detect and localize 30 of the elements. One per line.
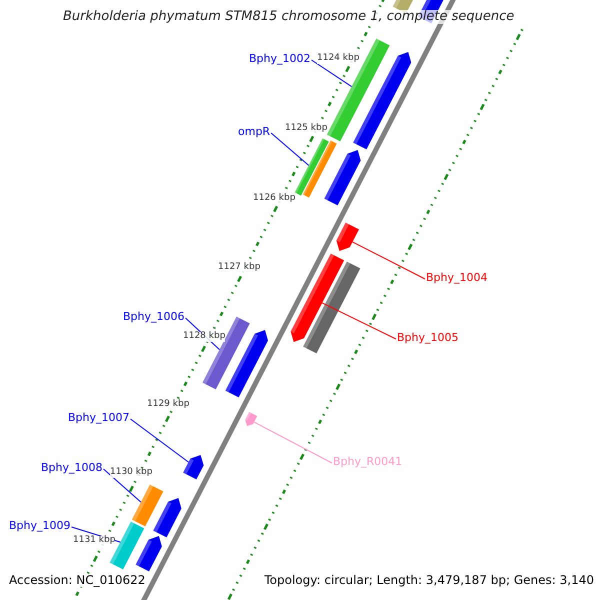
gene-label: Bphy_R0041	[333, 456, 402, 468]
scale-label: 1128 kbp	[183, 332, 226, 342]
scale-label: 1130 kbp	[110, 468, 152, 478]
leader-line	[103, 468, 142, 503]
scale-label: 1126 kbp	[253, 194, 296, 204]
gene-label: Bphy_1004	[426, 272, 488, 284]
gene-label: ompR	[238, 126, 270, 138]
gene-label: Bphy_1002	[249, 53, 311, 66]
gene-label: Bphy_1009	[9, 520, 71, 532]
info-text: Topology: circular; Length: 3,479,187 bp; Genes: 3,140	[264, 574, 594, 588]
leader-line	[322, 302, 396, 340]
gene-label: Bphy_1006	[123, 311, 185, 324]
gene-feature	[245, 412, 258, 426]
leader-line	[311, 60, 352, 88]
leader-line	[130, 418, 189, 463]
scale-label: 1129 kbp	[147, 400, 190, 410]
scale-label: 1131 kbp	[73, 536, 116, 546]
gene-label: Bphy_1008	[41, 462, 103, 474]
gene-label: Bphy_1007	[68, 412, 130, 424]
scale-label: 1124 kbp	[317, 54, 360, 64]
gene-feature	[294, 138, 329, 196]
gene-feature	[183, 455, 204, 480]
gene-feature	[290, 254, 344, 342]
gene-feature	[132, 484, 164, 526]
scale-label: 1125 kbp	[285, 124, 328, 134]
gene-label: Bphy_1005	[397, 332, 459, 344]
gene-feature	[336, 222, 359, 251]
scale-label: 1127 kbp	[218, 263, 260, 273]
leader-line	[254, 422, 332, 464]
leader-line	[352, 241, 426, 280]
